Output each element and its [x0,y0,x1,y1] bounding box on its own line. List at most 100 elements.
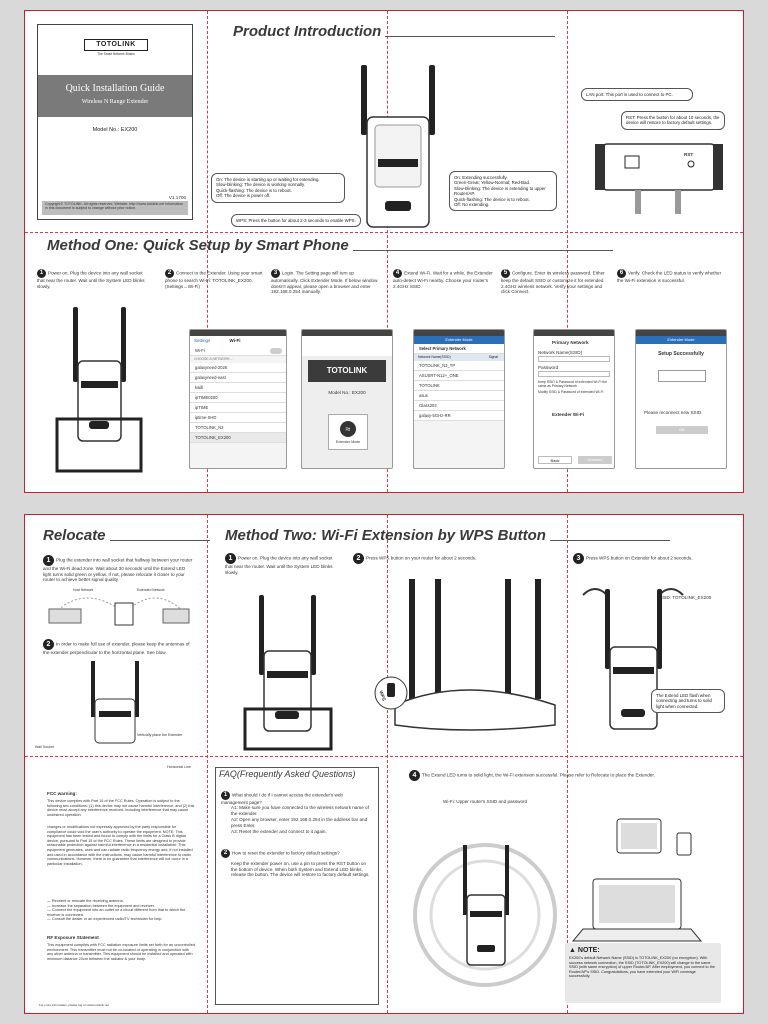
model-number: Model No.: EX200 [92,127,138,133]
wifi-network-item[interactable]: TOTOLINK_N3 [190,423,286,433]
phone-scan-screen: Extender Mode Select Primary Network Net… [413,329,505,469]
scan-network-item[interactable]: ASUSRT-N12+_ONE [414,371,504,381]
extend-led-slow: Slow-blinking: The device is extending t… [454,185,546,197]
rf-title: RF Exposure Statement [47,935,99,940]
config-connect-button[interactable]: Connect [578,456,612,464]
extender-wps-illustration [582,588,684,730]
power-led-on: On: The device is starting up or waiting… [216,177,320,182]
scan-network-item[interactable]: TOTOLINK [414,381,504,391]
step-number: 4 [393,269,402,278]
wifi-network-item[interactable]: ipTIME0200 [190,393,286,403]
wifi-network-item[interactable]: ipTIME [190,403,286,413]
brand-logo: TOTOLINK [84,39,148,51]
wifi-network-item[interactable]: kwifi [190,383,286,393]
relocate-title: Relocate [43,527,210,544]
step-number: 5 [501,269,510,278]
verify-ok-button[interactable]: OK [656,426,708,434]
rst-label: RST [684,152,694,157]
extender-mode-button[interactable]: ≈ Extender Mode [328,414,368,450]
fcc-title: FCC warning: [47,791,77,796]
fold-line [387,515,388,1013]
login-model: Model No.: EX200 [328,390,366,395]
fcc-list-item: — Consult the dealer or an experienced r… [47,917,163,922]
wifi-icon: ≈ [340,421,356,437]
lan-port-callout: LAN port: This port is used to connect t… [581,88,693,102]
brand-tagline: The Smart Network Brains [97,52,135,56]
product-intro-title-text: Product Introduction [233,23,382,40]
step-number-2: 2 [353,553,364,564]
rst-callout: RST: Press the button for about 10 secon… [621,111,725,130]
wps-callout: WPS: Press the button for about 2-3 seco… [231,214,361,228]
extend-led-signal: Green-Great; Yellow-Normal; Red-Bad. [454,180,531,186]
config-option-keep[interactable]: Keep SSID & Password of extended Wi-Fi t… [538,380,607,388]
relocate-title-text: Relocate [43,527,106,544]
phone-config-screen: Primary Network Network Name(SSID) Passw… [533,329,615,469]
login-brand: TOTOLINK [326,366,368,375]
step-text: Verify. Check the LED status to verify w… [617,270,722,283]
wifi-network-item[interactable]: galaxyneed-east [190,373,286,383]
faq-a1: A1: Make sure you have connected to the … [231,805,369,816]
wifi-toggle-label: Wi-Fi [195,348,205,353]
step-number-1: 1 [225,553,236,564]
config-back-button[interactable]: Back [538,456,572,464]
step-number: 6 [617,269,626,278]
scan-network-item[interactable]: Glass202 [414,401,504,411]
wifi-toggle-row[interactable]: Wi-Fi [190,346,286,356]
scan-screen-header: Extender Mode [414,336,504,344]
faq-box [215,767,379,1005]
extender-mode-label: Extender Mode [335,440,361,444]
router-illustration [374,579,556,731]
step-text: Power on. Plug the device into any wall … [37,270,145,289]
fold-line [567,11,568,492]
scan-network-item[interactable]: TOTOLINK_N3_TP [414,361,504,371]
step-number-4: 4 [409,770,420,781]
wifi-network-item[interactable]: galaxyneed-2026 [190,363,286,373]
note-title: ▲ NOTE: [569,947,717,954]
method-one-title: Method One: Quick Setup by Smart Phone [47,237,613,254]
fold-line [567,515,568,1013]
guide-sheet-front: TOTOLINK The Smart Network Brains Quick … [24,10,744,493]
note-box: ▲ NOTE: EX200's default Network Name (SS… [565,943,721,1003]
method-two-step-1-text: Power on. Plug the device into any wall … [225,555,333,575]
extend-led-off: Off: No extending. [454,202,490,208]
extend-led-note: The Extend LED flash when connecting and… [651,689,725,714]
step-number-2: 2 [43,639,54,650]
wifi-network-item[interactable]: iptime-SHD [190,413,286,423]
faq-a4: Keep the extender power on, use a pin to… [231,861,370,878]
warning-icon: ▲ [569,947,576,954]
wifi-network-item-selected[interactable]: TOTOLINK_EX200 [190,433,286,443]
relocate-step-1-text: Plug the extender into wall socket that … [43,557,193,583]
step-text: Connect to the Extender. Using your smar… [165,270,263,289]
relocate-step-2-text: In order to make full use of extender, p… [43,641,190,655]
wifi-header: Wi-Fi [229,338,241,343]
network-section-label: CHOOSE A NETWORK... [194,357,233,361]
faq-number-1: 1 [221,791,230,800]
config-password-input[interactable] [538,371,610,377]
col-ssid: Network Name(SSID) [418,355,451,359]
faq-title: FAQ(Frequently Asked Questions) [219,769,356,779]
scan-network-item[interactable]: asus [414,391,504,401]
phone-wifi-list: Settings Wi-Fi Wi-Fi CHOOSE A NETWORK...… [189,329,287,469]
extend-led-on: On: Extending successfully. [454,175,508,180]
config-primary-network: Primary Network [552,340,589,345]
coverage-illustration [413,818,703,987]
fold-line [25,756,743,757]
config-ssid-input[interactable] [538,356,610,362]
step-text: Login. The Setting page will turn up aut… [271,270,378,295]
cover-banner: Quick Installation Guide Wireless N Rang… [38,75,192,117]
method-two-title: Method Two: Wi-Fi Extension by WPS Butto… [225,527,670,544]
note-text: EX200's default Network Name (SSID) is T… [569,956,715,979]
scan-network-item[interactable]: galaxy-5GHz-RR [414,411,504,421]
config-option-modify[interactable]: Modify SSID & Password of extended Wi-Fi [538,390,604,394]
extender-socket-illustration [55,307,143,473]
settings-back-link[interactable]: Settings [194,338,211,343]
wifi-toggle-switch[interactable] [270,348,282,354]
product-intro-title: Product Introduction [233,23,556,40]
